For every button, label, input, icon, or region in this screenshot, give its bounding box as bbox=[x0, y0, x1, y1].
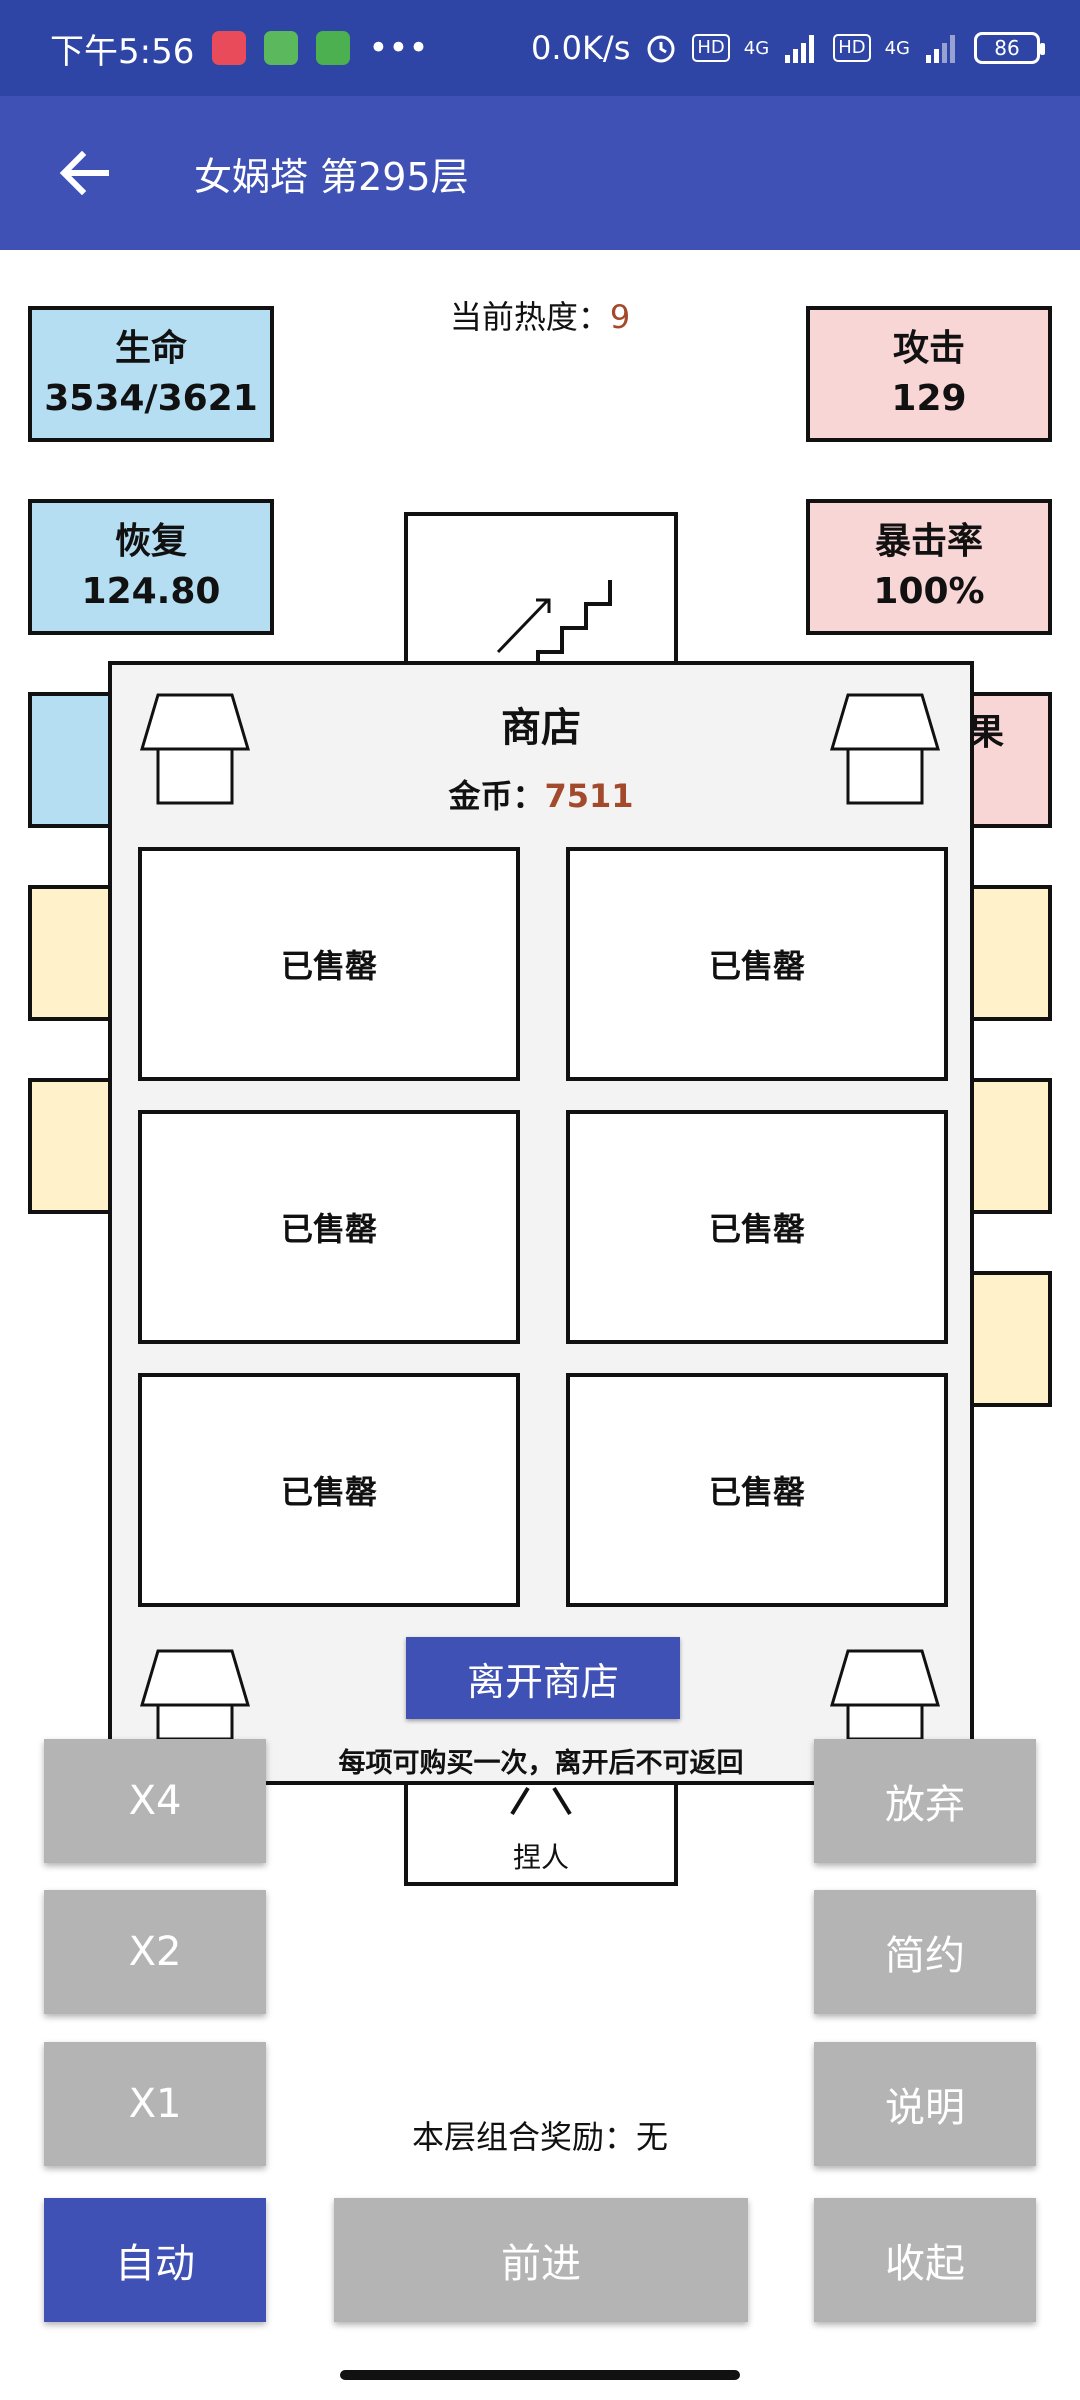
shop-title: 商店 bbox=[501, 705, 581, 751]
life-stat[interactable]: 生命 3534/3621 bbox=[28, 306, 274, 442]
heat-value: 9 bbox=[609, 298, 631, 336]
wechat-app-icon bbox=[316, 31, 351, 65]
person-label: 捏人 bbox=[512, 1841, 569, 1874]
hd-badge-2: HD bbox=[833, 34, 871, 62]
shop-dialog: 商店 金币：7511 已售罄 已售罄 已售罄 已售罄 已售罄 已售罄 离开商店 … bbox=[108, 661, 974, 1785]
signal-icon-2 bbox=[926, 35, 955, 63]
attack-value: 129 bbox=[891, 378, 967, 419]
music-app-icon bbox=[212, 31, 247, 65]
house-icon bbox=[830, 1649, 940, 1739]
house-icon bbox=[140, 693, 250, 805]
shop-note: 每项可购买一次，离开后不可返回 bbox=[338, 1748, 744, 1779]
regen-label: 恢复 bbox=[114, 521, 187, 562]
battery-indicator: 86 bbox=[974, 32, 1045, 64]
signal-label-1: 4G bbox=[743, 37, 770, 59]
simple-mode-button[interactable]: 简约 bbox=[814, 1890, 1036, 2014]
signal-label-2: 4G bbox=[884, 37, 910, 59]
speed-x1-button[interactable]: X1 bbox=[44, 2042, 266, 2166]
life-label: 生命 bbox=[114, 328, 187, 369]
forward-button[interactable]: 前进 bbox=[334, 2198, 748, 2322]
combo-reward-text: 本层组合奖励：无 bbox=[411, 2118, 668, 2156]
heat-display: 当前热度：9 bbox=[0, 292, 1080, 338]
more-notifications: ••• bbox=[368, 28, 429, 68]
stairs-icon bbox=[496, 580, 612, 672]
auto-button[interactable]: 自动 bbox=[44, 2198, 266, 2322]
coins-display: 金币：7511 bbox=[112, 771, 970, 817]
attack-stat[interactable]: 攻击 129 bbox=[806, 306, 1052, 442]
coins-value: 7511 bbox=[544, 777, 634, 815]
back-button[interactable] bbox=[44, 133, 124, 213]
person-room[interactable]: 捏人 bbox=[404, 1780, 678, 1886]
network-speed: 0.0K/s bbox=[531, 29, 631, 67]
regen-value: 124.80 bbox=[81, 571, 221, 612]
gallery-app-icon bbox=[264, 31, 299, 65]
crit-stat[interactable]: 暴击率 100% bbox=[806, 499, 1052, 635]
status-bar: 下午5:56 ••• 0.0K/s HD 4G HD 4G bbox=[0, 0, 1080, 96]
shop-item[interactable]: 已售罄 bbox=[138, 847, 520, 1081]
collapse-button[interactable]: 收起 bbox=[814, 2198, 1036, 2322]
arrow-left-icon bbox=[59, 151, 109, 195]
house-icon bbox=[140, 1649, 250, 1739]
speed-x4-button[interactable]: X4 bbox=[44, 1739, 266, 1863]
shop-item[interactable]: 已售罄 bbox=[566, 1110, 948, 1344]
shop-item[interactable]: 已售罄 bbox=[138, 1110, 520, 1344]
battery-level: 86 bbox=[994, 36, 1020, 60]
house-icon bbox=[830, 693, 940, 805]
life-value: 3534/3621 bbox=[44, 378, 258, 419]
shop-item[interactable]: 已售罄 bbox=[566, 847, 948, 1081]
shop-item[interactable]: 已售罄 bbox=[138, 1373, 520, 1607]
give-up-button[interactable]: 放弃 bbox=[814, 1739, 1036, 1863]
alarm-icon bbox=[647, 35, 675, 63]
leave-shop-button[interactable]: 离开商店 bbox=[406, 1637, 680, 1719]
stairs-room[interactable] bbox=[404, 512, 678, 672]
crit-label: 暴击率 bbox=[874, 521, 983, 562]
person-figure-icon bbox=[510, 1786, 572, 1816]
hd-badge-1: HD bbox=[692, 34, 730, 62]
home-indicator[interactable] bbox=[340, 2370, 740, 2380]
shop-item[interactable]: 已售罄 bbox=[566, 1373, 948, 1607]
app-bar: 女娲塔 第295层 bbox=[0, 96, 1080, 250]
crit-value: 100% bbox=[873, 571, 985, 612]
coins-label: 金币： bbox=[448, 777, 545, 815]
signal-icon-1 bbox=[785, 35, 815, 63]
attack-label: 攻击 bbox=[892, 328, 965, 369]
status-time: 下午5:56 bbox=[50, 31, 195, 72]
page-title: 女娲塔 第295层 bbox=[194, 154, 469, 199]
heat-label: 当前热度： bbox=[449, 298, 610, 336]
speed-x2-button[interactable]: X2 bbox=[44, 1890, 266, 2014]
help-button[interactable]: 说明 bbox=[814, 2042, 1036, 2166]
regen-stat[interactable]: 恢复 124.80 bbox=[28, 499, 274, 635]
